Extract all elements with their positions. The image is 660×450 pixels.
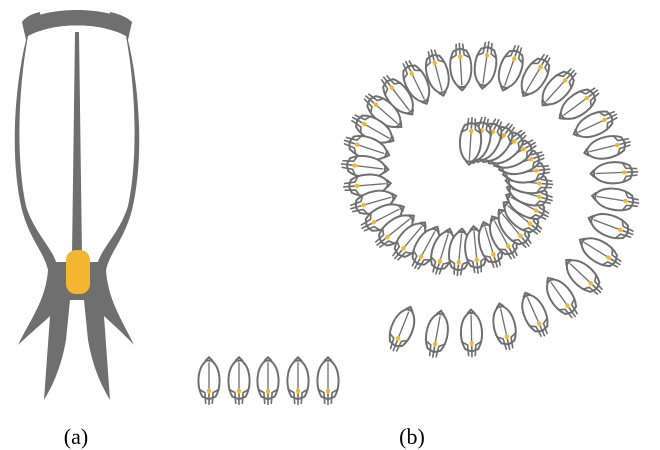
leaf-segment-icon bbox=[198, 357, 219, 405]
panel-b: (b) bbox=[198, 40, 640, 449]
leaf-segment-icon bbox=[472, 40, 500, 90]
leaf-segment-icon bbox=[228, 357, 249, 405]
leaf-segment-icon bbox=[287, 357, 308, 405]
leaf-segment-icon bbox=[317, 357, 338, 405]
leaf-segment-icon bbox=[591, 185, 641, 213]
leaf-segment-icon bbox=[422, 309, 451, 360]
panel-a: (a) bbox=[15, 10, 139, 449]
panel-b-caption: (b) bbox=[399, 424, 425, 449]
panel-a-caption: (a) bbox=[64, 424, 88, 449]
leaf-segment-icon bbox=[590, 161, 638, 184]
leaf-segment-icon bbox=[460, 309, 482, 357]
spiral-units bbox=[198, 40, 640, 405]
leaf-segment-icon bbox=[257, 357, 278, 405]
leaf-segment-icon bbox=[383, 303, 420, 355]
large-segment-icon bbox=[15, 10, 139, 400]
yellow-node-icon bbox=[66, 250, 90, 294]
leaf-segment-icon bbox=[449, 42, 473, 91]
leaf-segment-icon bbox=[489, 301, 520, 352]
